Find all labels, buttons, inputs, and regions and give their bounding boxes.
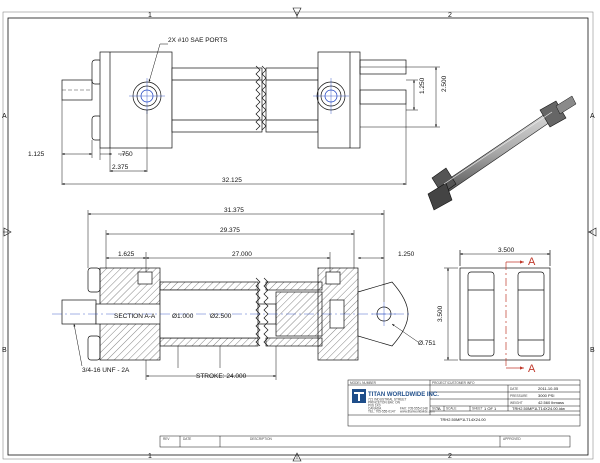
section-letter-top: A — [528, 256, 536, 268]
weight-label: WEIGHT — [510, 401, 523, 405]
zone-row-a: A — [2, 113, 7, 120]
address-line-3: P0S 1K0 — [368, 404, 381, 408]
top-view — [61, 43, 407, 149]
address-line-5: TEL: 705-555-0147 — [368, 410, 396, 414]
rev-header-approved: APPROVED — [503, 437, 521, 441]
model-header: MODEL NUMBER — [350, 381, 377, 385]
dim-bore-dia: Ø2.500 — [210, 313, 232, 320]
date-label: DATE — [510, 387, 518, 391]
dim-end-width: 3.500 — [498, 247, 515, 254]
dim-pin-hole-dia: Ø.751 — [418, 340, 436, 347]
dim-port-to-end: 2.375 — [112, 164, 129, 171]
zone-labels: 1 2 1 2 A B A B — [2, 12, 595, 460]
rev-header-rev: REV — [163, 437, 170, 441]
title-block — [347, 379, 581, 427]
pressure-label: PRESSURE — [510, 394, 528, 398]
zone-row-b-right: B — [590, 347, 595, 354]
dim-pin-to-rod: 31.375 — [224, 207, 244, 214]
sheet-value: 1 OF 1 — [484, 406, 497, 411]
dim-pin-spacing: 1.250 — [419, 77, 426, 94]
dim-gland-length: 1.625 — [118, 251, 135, 258]
dim-port-offset: .750 — [120, 151, 133, 158]
section-letter-bottom: A — [528, 363, 536, 375]
scale-label: SCALE — [446, 407, 456, 411]
dim-overall-length: 32.125 — [222, 177, 242, 184]
address-line-6: FAX: 705-555-0148 — [400, 407, 428, 411]
zone-col-1: 1 — [148, 12, 152, 19]
company-name: TITAN WORLDWIDE INC. — [368, 392, 439, 398]
address-line-1: 721 INDUSTRIAL STREET — [368, 398, 407, 402]
section-cut-line — [505, 260, 524, 370]
dim-clevis-offset: 1.250 — [398, 251, 415, 258]
top-view-dimensions — [61, 66, 440, 185]
dim-rod-dia: Ø1.000 — [172, 313, 194, 320]
pressure-value: 3000 PSI — [538, 393, 554, 398]
part-number: TRH2.50MP1LT14X24.00 — [440, 417, 487, 422]
zone-col-1-bottom: 1 — [148, 453, 152, 460]
isometric-view — [427, 95, 577, 211]
end-view — [444, 250, 551, 361]
thread-note: 3/4-16 UNF - 2A — [82, 367, 130, 374]
section-label: SECTION A-A — [114, 313, 156, 320]
date-value: 2011-10-05 — [538, 386, 559, 391]
project-header: PROJECT/CUSTOMER INFO — [432, 381, 475, 385]
section-view-dimensions — [73, 210, 419, 380]
address-line-7: www.titanworldwide.com — [400, 410, 435, 414]
ports-note: 2X #10 SAE PORTS — [168, 37, 228, 44]
zone-col-2: 2 — [448, 12, 452, 19]
section-view — [52, 267, 412, 361]
dim-tube-length: 27.000 — [232, 251, 252, 258]
file-name: TRH2.50MP1LT14X24.00.idw — [512, 406, 565, 411]
dim-rod-extension: 1.125 — [28, 151, 45, 158]
dim-stroke: STROKE: 24.000 — [196, 373, 247, 380]
rev-header-date: DATE — [183, 437, 191, 441]
size-label: SIZE — [432, 407, 439, 411]
zone-col-2-bottom: 2 — [448, 453, 452, 460]
dim-body-length: 29.375 — [220, 227, 240, 234]
sheet-label: SHEET — [472, 407, 483, 411]
rev-header-description: DESCRIPTION — [250, 437, 272, 441]
zone-row-b: B — [2, 347, 7, 354]
address-line-2: PRINCETON BAY, ON — [368, 401, 401, 405]
size-value: A — [438, 406, 441, 411]
address-line-4: CANADA — [368, 407, 382, 411]
weight-value: 42.560 lbmass — [538, 400, 564, 405]
revision-table — [159, 435, 571, 448]
sheet-border — [2, 7, 597, 462]
company-logo — [352, 389, 366, 403]
dim-end-height: 3.500 — [437, 305, 444, 322]
dim-overall-height: 2.500 — [441, 75, 448, 92]
zone-row-a-right: A — [590, 113, 595, 120]
